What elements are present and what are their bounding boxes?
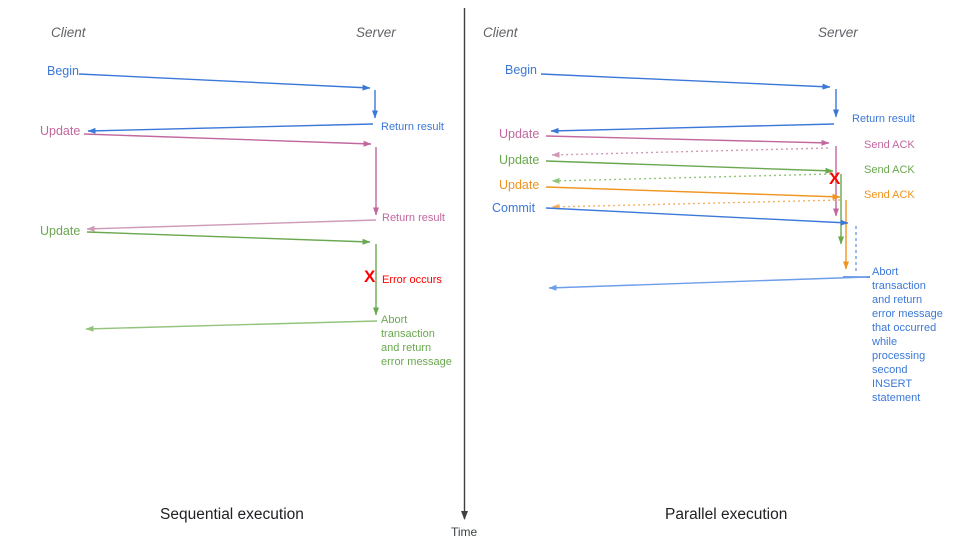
par-send-ack-1-label: Send ACK xyxy=(864,139,915,151)
seq-abort-message: Abort transaction and return error messa… xyxy=(381,314,452,368)
seq-update-2-label: Update xyxy=(40,224,81,238)
par-abort-message: Abort transaction and return error messa… xyxy=(872,266,943,404)
par-begin-return-arrow xyxy=(550,123,835,134)
par-abort-return-arrow xyxy=(548,276,868,291)
par-update-3-label: Update xyxy=(499,178,540,192)
par-error-x-icon: X xyxy=(829,169,841,188)
seq-client-header: Client xyxy=(51,25,86,40)
time-axis-label: Time xyxy=(451,525,478,539)
seq-error-x-icon: X xyxy=(364,267,376,286)
seq-update1-return-arrow xyxy=(86,219,377,232)
par-caption: Parallel execution xyxy=(665,506,788,523)
par-send-ack-2-label: Send ACK xyxy=(864,164,915,176)
seq-return-result-2-label: Return result xyxy=(382,212,445,224)
par-commit-request-arrow xyxy=(545,207,849,226)
par-commit-label: Commit xyxy=(492,201,536,215)
seq-abort-return-arrow xyxy=(85,320,378,332)
seq-begin-return-arrow xyxy=(87,123,374,134)
seq-update-1-label: Update xyxy=(40,124,81,138)
par-update3-ack-arrow xyxy=(551,199,841,210)
par-begin-request-arrow xyxy=(540,73,831,90)
seq-server-header: Server xyxy=(356,25,396,40)
par-update1-request-arrow xyxy=(545,135,830,146)
par-update2-ack-arrow xyxy=(551,173,832,184)
par-send-ack-3-label: Send ACK xyxy=(864,189,915,201)
par-client-header: Client xyxy=(483,25,518,40)
par-update3-request-arrow xyxy=(545,186,841,200)
par-update-2-label: Update xyxy=(499,153,540,167)
seq-begin-label: Begin xyxy=(47,64,79,78)
par-begin-label: Begin xyxy=(505,63,537,77)
seq-caption: Sequential execution xyxy=(160,506,304,523)
par-update2-request-arrow xyxy=(545,160,834,174)
par-server-header: Server xyxy=(818,25,858,40)
par-return-result-label: Return result xyxy=(852,113,915,125)
seq-update1-request-arrow xyxy=(83,133,372,147)
seq-begin-request-arrow xyxy=(78,73,371,91)
par-update-1-label: Update xyxy=(499,127,540,141)
seq-update2-request-arrow xyxy=(86,231,371,245)
seq-error-occurs-label: Error occurs xyxy=(382,274,442,286)
par-update1-ack-arrow xyxy=(551,147,829,158)
seq-return-result-1-label: Return result xyxy=(381,121,444,133)
